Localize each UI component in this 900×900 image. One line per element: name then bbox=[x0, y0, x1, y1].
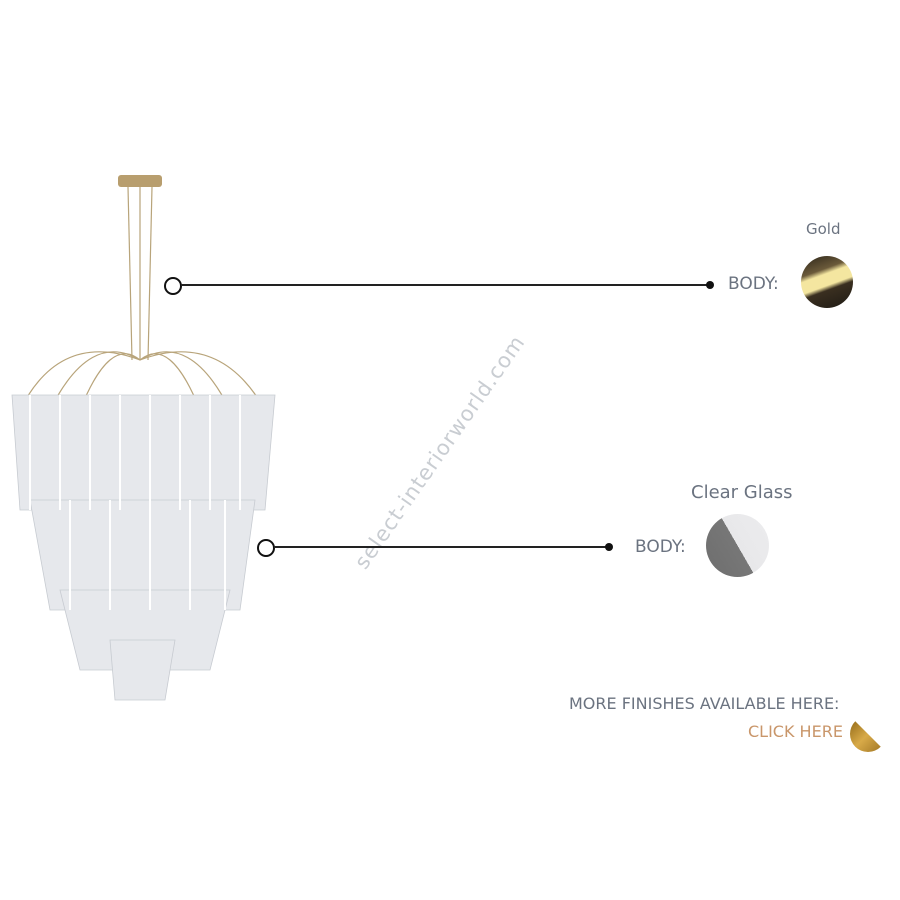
callout-line bbox=[181, 284, 709, 286]
gold-leaf-icon[interactable] bbox=[850, 716, 886, 752]
watermark: select-interiorworld.com bbox=[349, 330, 530, 574]
finish-name: Clear Glass bbox=[691, 482, 793, 503]
part-label: BODY: bbox=[635, 537, 686, 557]
part-label: BODY: bbox=[728, 274, 779, 294]
more-finishes-text: MORE FINISHES AVAILABLE HERE: bbox=[569, 694, 840, 713]
callout-ring-glass bbox=[257, 539, 275, 557]
callout-dot bbox=[605, 543, 613, 551]
finish-name: Gold bbox=[806, 220, 841, 238]
callout-ring-body bbox=[164, 277, 182, 295]
click-here-link[interactable]: CLICK HERE bbox=[748, 722, 843, 741]
chandelier-image bbox=[11, 175, 276, 701]
gold-swatch[interactable] bbox=[801, 256, 853, 308]
callout-line bbox=[274, 546, 608, 548]
clear-glass-swatch[interactable] bbox=[706, 514, 769, 577]
callout-dot bbox=[706, 281, 714, 289]
